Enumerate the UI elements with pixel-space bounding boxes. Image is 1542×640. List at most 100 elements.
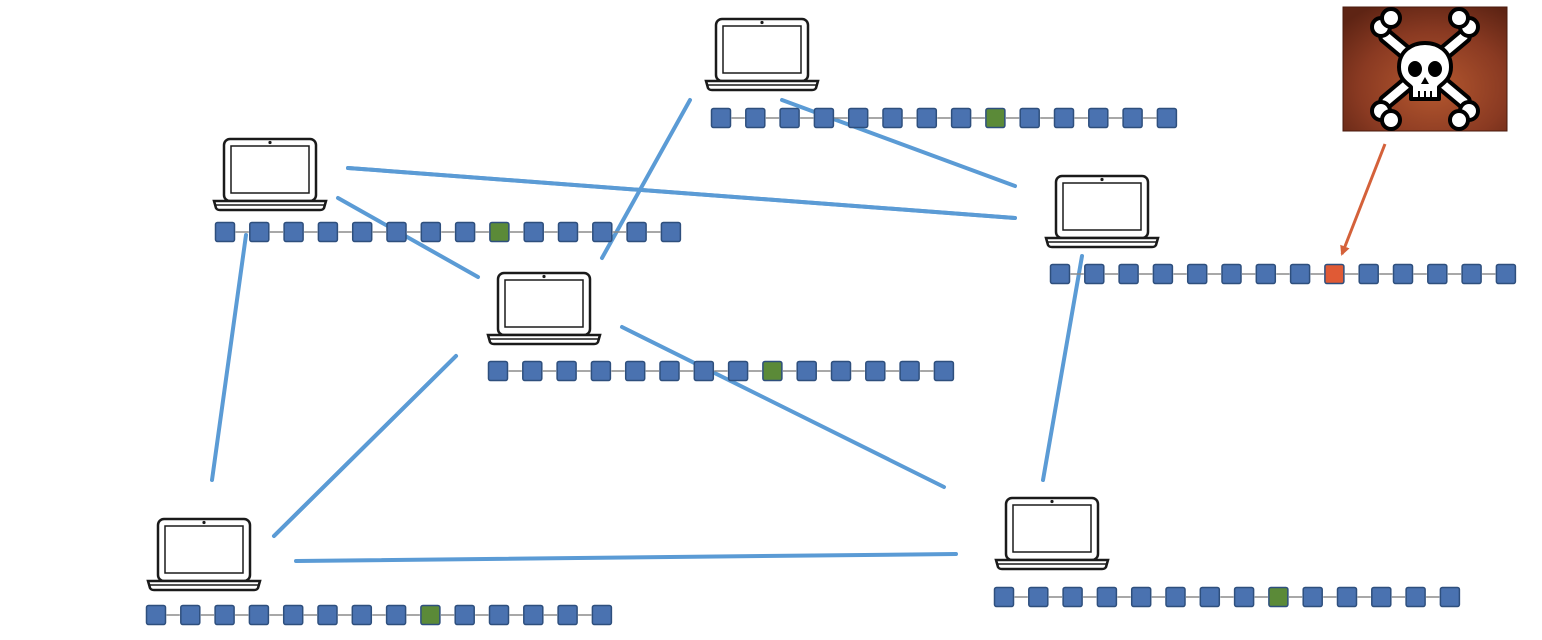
block <box>933 360 955 382</box>
block <box>487 360 509 382</box>
block <box>386 221 407 243</box>
block <box>1233 586 1255 608</box>
block <box>351 604 373 626</box>
block <box>523 604 544 626</box>
block <box>1028 586 1049 608</box>
block <box>796 360 817 382</box>
laptop-icon <box>994 496 1110 571</box>
block <box>249 221 270 243</box>
block <box>523 221 544 243</box>
block <box>1302 586 1323 608</box>
block <box>1221 263 1242 285</box>
block <box>1371 586 1392 608</box>
block <box>745 107 766 129</box>
highlighted-block <box>985 107 1006 129</box>
block <box>214 221 236 243</box>
block <box>317 221 339 243</box>
block <box>847 107 869 129</box>
network-node <box>704 17 1178 129</box>
block <box>1336 586 1358 608</box>
block <box>1122 107 1143 129</box>
block <box>214 604 235 626</box>
blockchain <box>145 604 613 626</box>
block <box>420 221 442 243</box>
block <box>1255 263 1277 285</box>
block <box>1053 107 1075 129</box>
block <box>710 107 732 129</box>
block <box>1439 586 1461 608</box>
network-link <box>620 325 946 489</box>
block <box>660 221 682 243</box>
block <box>282 604 304 626</box>
network-link <box>346 166 1017 220</box>
blockchain <box>1049 263 1517 285</box>
block <box>145 604 167 626</box>
network-node <box>486 271 955 382</box>
block <box>1427 263 1448 285</box>
block <box>283 221 304 243</box>
block <box>557 604 578 626</box>
network-link <box>1041 254 1084 482</box>
network-node <box>993 496 1461 608</box>
laptop-icon <box>704 17 820 92</box>
block <box>488 604 510 626</box>
block <box>813 107 835 129</box>
block <box>916 107 938 129</box>
block <box>1358 263 1379 285</box>
block <box>180 604 201 626</box>
block <box>1084 263 1105 285</box>
block <box>351 221 373 243</box>
block <box>522 360 543 382</box>
laptop-icon <box>146 517 262 592</box>
block <box>1186 263 1208 285</box>
highlighted-block <box>420 604 441 626</box>
network-node <box>145 517 613 626</box>
block <box>454 604 475 626</box>
blockchain <box>487 360 955 382</box>
block <box>1096 586 1118 608</box>
block <box>1392 263 1414 285</box>
block <box>591 604 613 626</box>
block <box>590 360 612 382</box>
skull <box>1397 41 1453 101</box>
block <box>1165 586 1186 608</box>
block <box>1156 107 1178 129</box>
block <box>779 107 800 129</box>
blockchain <box>993 586 1461 608</box>
block <box>865 360 886 382</box>
block <box>659 360 680 382</box>
highlighted-block <box>489 221 510 243</box>
attacker <box>1340 6 1508 256</box>
block <box>1019 107 1040 129</box>
block <box>454 221 476 243</box>
blockchain <box>214 221 682 243</box>
block <box>317 604 338 626</box>
block <box>626 221 647 243</box>
block <box>1118 263 1139 285</box>
block <box>624 360 646 382</box>
laptop-icon <box>212 137 328 212</box>
attacked-block <box>1324 263 1345 285</box>
block <box>950 107 972 129</box>
block <box>899 360 920 382</box>
network-link <box>294 552 958 563</box>
block <box>693 360 715 382</box>
block <box>385 604 407 626</box>
network-nodes <box>145 17 1517 626</box>
highlighted-block <box>1268 586 1289 608</box>
network-links <box>210 98 1084 563</box>
block <box>1088 107 1109 129</box>
block <box>1152 263 1174 285</box>
block <box>1199 586 1221 608</box>
laptop-icon <box>1044 174 1160 249</box>
block <box>248 604 270 626</box>
network-link <box>336 196 480 279</box>
network-link <box>210 233 248 482</box>
block <box>882 107 903 129</box>
network-link <box>272 354 458 538</box>
block <box>1405 586 1426 608</box>
network-node <box>212 137 682 243</box>
attack-arrow <box>1340 143 1387 256</box>
laptop-icon <box>486 271 602 346</box>
